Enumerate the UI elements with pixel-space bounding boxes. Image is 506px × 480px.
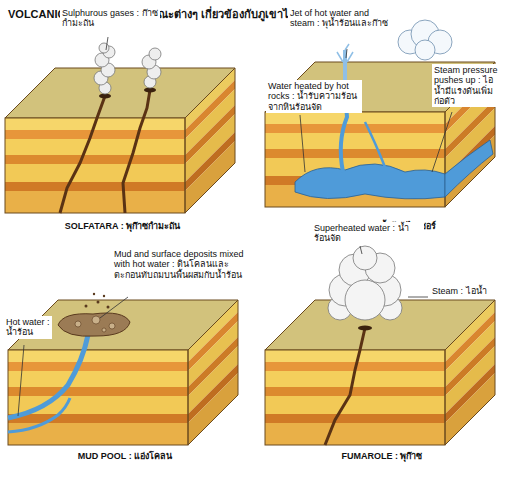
callout-label: Hot water : น้ำร้อน: [4, 316, 52, 339]
feature-panel: FUMAROLE : พุก๊าซ: [262, 292, 502, 464]
steam-cloud: [328, 246, 402, 320]
hot-water-chamber: [295, 164, 445, 199]
callout-label: Water heated by hot rocks : น้ำรับความร้…: [266, 80, 362, 113]
callout-label: Jet of hot water and steam : พุน้ำร้อนแล…: [288, 7, 392, 30]
callout-label: Steam pressure pushes up : ไอน้ำมีแรงดัน…: [432, 64, 502, 107]
feature-panel: SOLFATARA : พุก๊าซกำมะถัน: [5, 62, 240, 234]
leader-line: [106, 37, 108, 50]
callout-label: Sulphurous gases : ก๊าซกำมะถัน: [60, 7, 160, 30]
hot-water-chamber: [445, 140, 493, 197]
rock-block: [265, 300, 495, 445]
feature-caption: FUMAROLE : พุก๊าซ: [262, 449, 502, 463]
gas-plume: [142, 48, 161, 88]
gas-plume: [94, 43, 115, 94]
leader-line: [100, 297, 128, 318]
mud-bubbles: [75, 316, 115, 332]
crack: [60, 96, 105, 213]
crack: [325, 328, 365, 445]
vent: [358, 326, 372, 331]
feature-caption: SOLFATARA : พุก๊าซกำมะถัน: [5, 219, 240, 233]
steam-cloud: [398, 20, 452, 60]
leader-line: [432, 112, 452, 172]
crack: [123, 90, 150, 213]
rock-block: [5, 68, 235, 213]
callout-label: Superheated water : น้ำร้อนจัด: [312, 222, 424, 245]
callout-label: Steam : ไอน้ำ: [430, 285, 492, 297]
mud-splashes: [85, 293, 110, 309]
water-conduit: [365, 122, 385, 167]
callout-label: Mud and surface deposits mixed with hot …: [112, 248, 252, 281]
feature-caption: MUD POOL : แอ่งโคลน: [5, 449, 245, 463]
leader-line: [360, 246, 362, 254]
hot-water-channel: [8, 335, 88, 418]
fumarole-figure: [265, 246, 495, 445]
hot-water-channel: [8, 398, 70, 432]
solfatara-figure: [5, 43, 235, 213]
water-spray: [337, 44, 353, 62]
leader-line: [300, 115, 305, 172]
leader-line: [408, 297, 428, 298]
mud-pool: [58, 313, 130, 336]
leader-line: [346, 49, 347, 58]
leader-line: [18, 345, 24, 416]
geyser-figure: [265, 20, 495, 207]
